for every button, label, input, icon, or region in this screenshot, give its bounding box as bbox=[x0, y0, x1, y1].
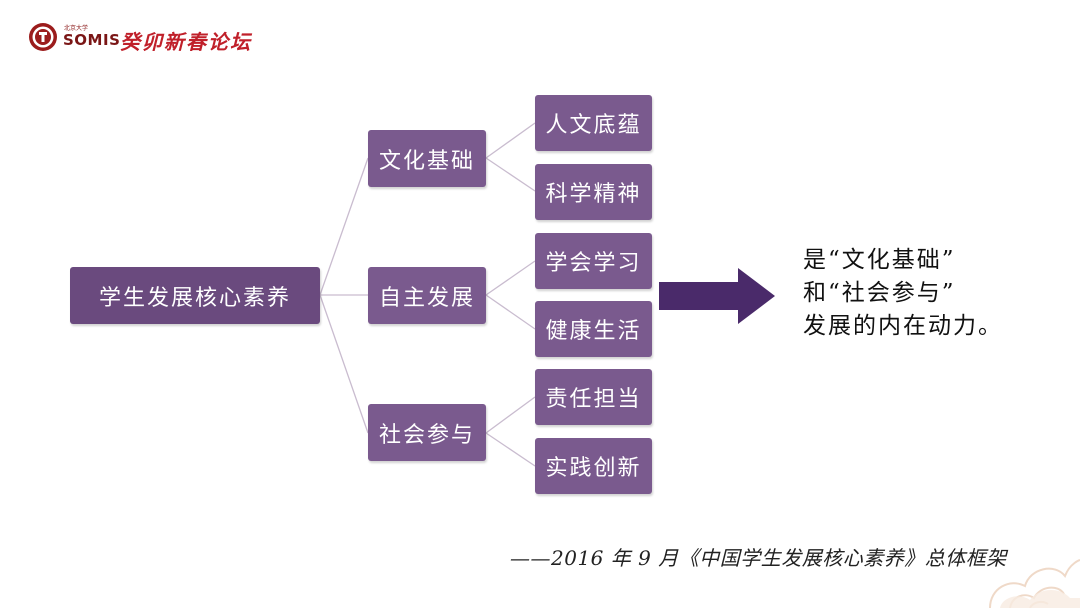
conclusion-line: 和“社会参与” bbox=[803, 280, 956, 306]
leaf-node: 科学精神 bbox=[535, 164, 652, 220]
leaf-node: 人文底蕴 bbox=[535, 95, 652, 151]
leaf-node: 学会学习 bbox=[535, 233, 652, 289]
conclusion-line: 发展的内在动力。 bbox=[803, 313, 1003, 339]
university-seal-icon bbox=[29, 23, 57, 51]
cloud-decoration bbox=[989, 559, 1080, 608]
leaf-node: 健康生活 bbox=[535, 301, 652, 357]
leaf-node: 责任担当 bbox=[535, 369, 652, 425]
root-node: 学生发展核心素养 bbox=[70, 267, 320, 324]
conclusion-text: 是“文化基础” 和“社会参与” 发展的内在动力。 bbox=[803, 244, 1043, 343]
arrow-right-icon bbox=[659, 268, 775, 324]
branch-node-culture: 文化基础 bbox=[368, 130, 486, 187]
source-citation: ——2016 年 9 月《中国学生发展核心素养》总体框架 bbox=[510, 546, 1007, 570]
logo-text: SOMIS bbox=[63, 31, 121, 49]
logo-small-text: 北京大学 bbox=[64, 25, 89, 32]
leaf-node: 实践创新 bbox=[535, 438, 652, 494]
branch-node-autonomy: 自主发展 bbox=[368, 267, 486, 324]
header: 北京大学 SOMIS 癸卯新春论坛 bbox=[28, 20, 328, 60]
forum-title: 癸卯新春论坛 bbox=[120, 30, 252, 54]
branch-node-social: 社会参与 bbox=[368, 404, 486, 461]
conclusion-line: 是“文化基础” bbox=[803, 247, 956, 273]
